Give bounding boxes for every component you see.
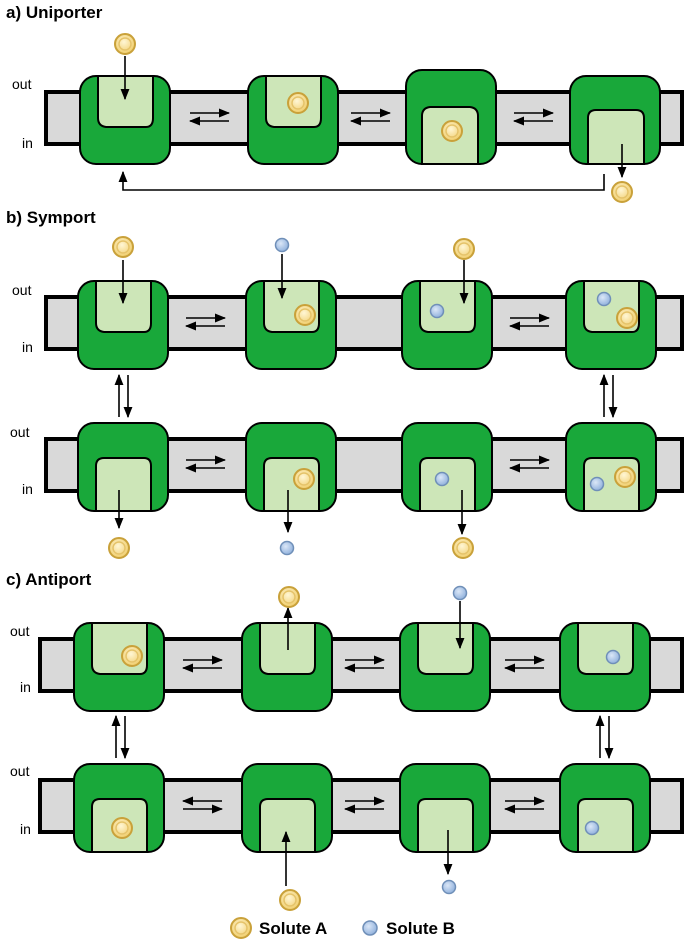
transporter-c2-3 xyxy=(399,763,491,853)
solute-a-icon xyxy=(278,586,300,608)
solute-arrows xyxy=(114,56,627,886)
transporter-b2-3 xyxy=(401,422,493,512)
transporter-b2-4 xyxy=(565,422,657,512)
solute-a-icon xyxy=(108,537,130,559)
transporter-c2-2 xyxy=(241,763,333,853)
transporter-c2-4 xyxy=(559,763,651,853)
solute-b-icon xyxy=(441,879,457,895)
transporter-b2-2 xyxy=(245,422,337,512)
transporter-a2 xyxy=(247,75,339,165)
transporter-c1-4 xyxy=(559,622,651,712)
solute-a-icon xyxy=(614,466,636,488)
solute-a-icon xyxy=(111,817,133,839)
return-arrow xyxy=(118,170,605,191)
solute-b-icon xyxy=(584,820,600,836)
solute-a-icon xyxy=(293,468,315,490)
label-out-a: out xyxy=(12,76,32,92)
solute-b-icon xyxy=(596,291,612,307)
solute-a-icon xyxy=(114,33,136,55)
solute-a-icon xyxy=(294,304,316,326)
label-out-b2: out xyxy=(10,424,30,440)
solute-a-icon xyxy=(287,92,309,114)
label-in-b2: in xyxy=(22,481,33,497)
transporter-b1-1 xyxy=(77,280,169,370)
solute-a-icon xyxy=(279,889,301,911)
transporter-b1-3 xyxy=(401,280,493,370)
transporter-b1-2 xyxy=(245,280,337,370)
label-in-a: in xyxy=(22,135,33,151)
solute-a-icon xyxy=(112,236,134,258)
solute-b-particles xyxy=(274,237,621,895)
label-in-c2: in xyxy=(20,821,31,837)
transporter-b2-1 xyxy=(77,422,169,512)
label-out-c1: out xyxy=(10,623,30,639)
solute-b-icon xyxy=(279,540,295,556)
transporter-c1-1 xyxy=(73,622,165,712)
solute-b-icon xyxy=(589,476,605,492)
solute-b-icon xyxy=(434,471,450,487)
solute-b-icon xyxy=(452,585,468,601)
legend-solute-a-label: Solute A xyxy=(259,919,327,938)
solute-a-icon xyxy=(452,537,474,559)
solute-a-icon xyxy=(616,307,638,329)
section-title-uniporter: a) Uniporter xyxy=(6,3,103,22)
label-in-c1: in xyxy=(20,679,31,695)
solute-b-icon xyxy=(605,649,621,665)
transporter-c1-2 xyxy=(241,622,333,712)
equilibrium-arrows xyxy=(111,108,618,814)
solute-a-icon xyxy=(121,645,143,667)
legend-solute-b-icon xyxy=(362,920,378,936)
label-in-b1: in xyxy=(22,339,33,355)
legend: Solute A Solute B xyxy=(230,917,455,939)
transporter-c2-1 xyxy=(73,763,165,853)
transporter-a4 xyxy=(569,75,661,165)
transporter-b1-4 xyxy=(565,280,657,370)
legend-solute-b-label: Solute B xyxy=(386,919,455,938)
solute-a-icon xyxy=(611,181,633,203)
solute-a-icon xyxy=(453,238,475,260)
label-out-c2: out xyxy=(10,763,30,779)
section-title-antiport: c) Antiport xyxy=(6,570,92,589)
transporter-a1 xyxy=(79,75,171,165)
legend-solute-a-icon xyxy=(230,917,252,939)
solute-b-icon xyxy=(429,303,445,319)
transporter-c1-3 xyxy=(399,622,491,712)
solute-a-icon xyxy=(441,120,463,142)
solute-a-particles xyxy=(108,33,638,911)
label-out-b1: out xyxy=(12,282,32,298)
transporter-a3 xyxy=(405,69,497,165)
section-title-symport: b) Symport xyxy=(6,208,96,227)
solute-b-icon xyxy=(274,237,290,253)
